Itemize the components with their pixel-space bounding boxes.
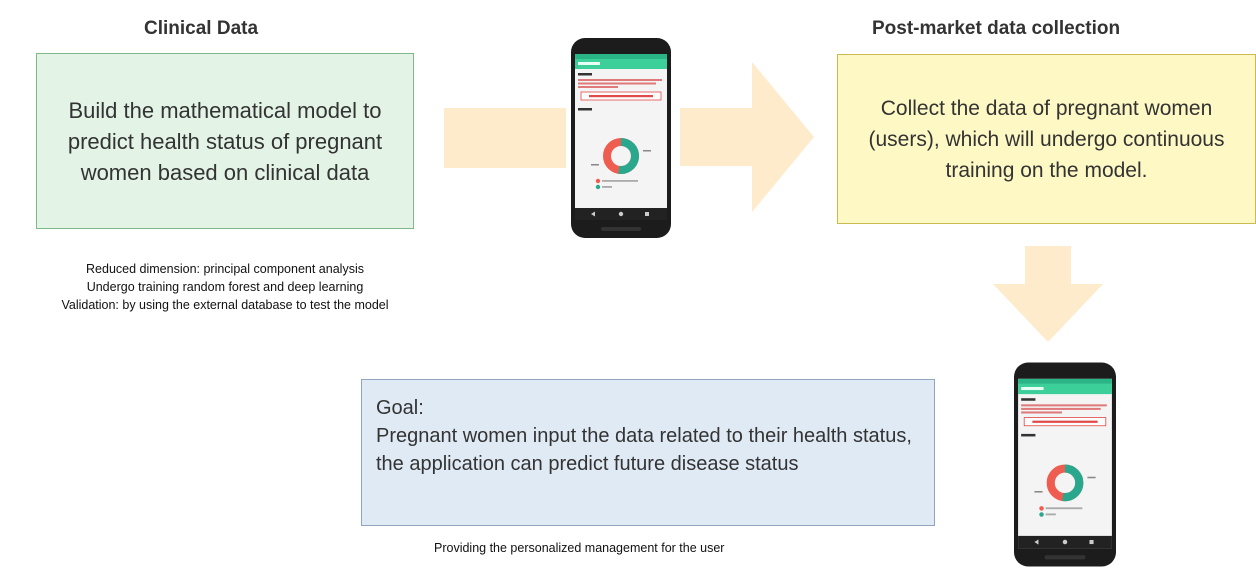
note-line-2: Undergo training random forest and deep … (86, 280, 364, 294)
left-arrow-band (444, 108, 566, 168)
note-line-1: Reduced dimension: principal component a… (86, 262, 364, 276)
down-arrow-icon (993, 246, 1103, 342)
post-market-box: Collect the data of pregnant women (user… (837, 54, 1256, 224)
clinical-data-heading: Clinical Data (144, 18, 259, 39)
clinical-notes: Reduced dimension: principal component a… (0, 260, 450, 314)
goal-text: Pregnant women input the data related to… (376, 425, 912, 475)
clinical-model-box: Build the mathematical model to predict … (36, 53, 414, 229)
post-market-text: Collect the data of pregnant women (user… (868, 96, 1225, 182)
post-market-heading: Post-market data collection (872, 18, 1121, 39)
goal-label: Goal: (376, 397, 424, 419)
goal-box: Goal: Pregnant women input the data rela… (361, 379, 935, 526)
right-arrow-icon (680, 62, 814, 212)
phone-mockup-bottom (1014, 362, 1116, 567)
clinical-model-text: Build the mathematical model to predict … (67, 97, 383, 185)
note-line-3: Validation: by using the external databa… (61, 298, 389, 312)
phone-mockup-top (571, 38, 671, 238)
footer-note: Providing the personalized management fo… (434, 541, 725, 555)
